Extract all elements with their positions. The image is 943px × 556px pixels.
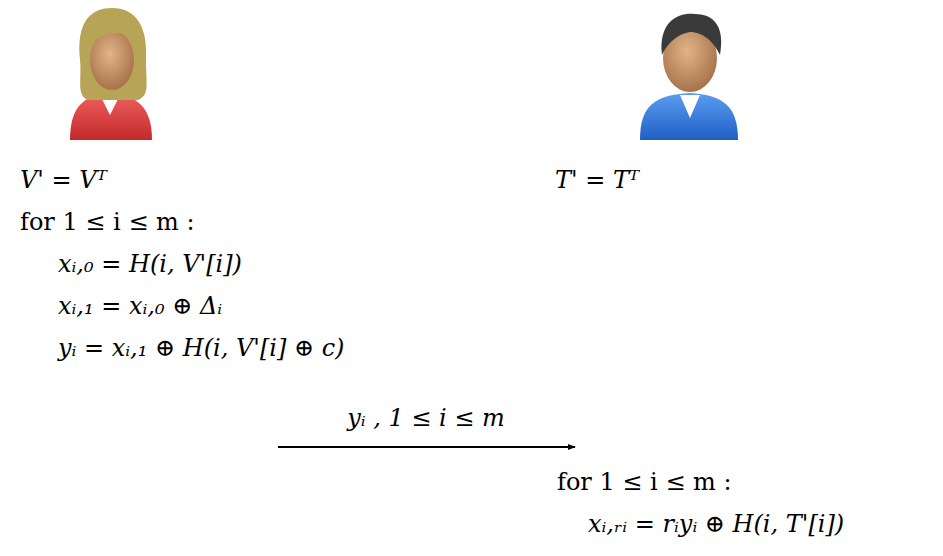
math-label: for 1 ≤ i ≤ m : (20, 208, 195, 237)
math-label: xᵢ,ᵣᵢ = rᵢyᵢ ⊕ H(i, T'[i]) (588, 510, 844, 539)
math-label: T' = Tᵀ (555, 166, 639, 195)
math-label: xᵢ,₀ = H(i, V'[i]) (58, 250, 242, 279)
math-label: yᵢ = xᵢ,₁ ⊕ H(i, V'[i] ⊕ c) (58, 334, 344, 363)
person-icon (640, 14, 738, 140)
message-arrow (278, 446, 575, 448)
math-label: xᵢ,₁ = xᵢ,₀ ⊕ Δᵢ (58, 292, 222, 321)
math-label: for 1 ≤ i ≤ m : (557, 468, 732, 497)
person-icon (70, 8, 152, 140)
math-label: V' = Vᵀ (20, 166, 107, 195)
math-label: yᵢ , 1 ≤ i ≤ m (347, 404, 505, 433)
